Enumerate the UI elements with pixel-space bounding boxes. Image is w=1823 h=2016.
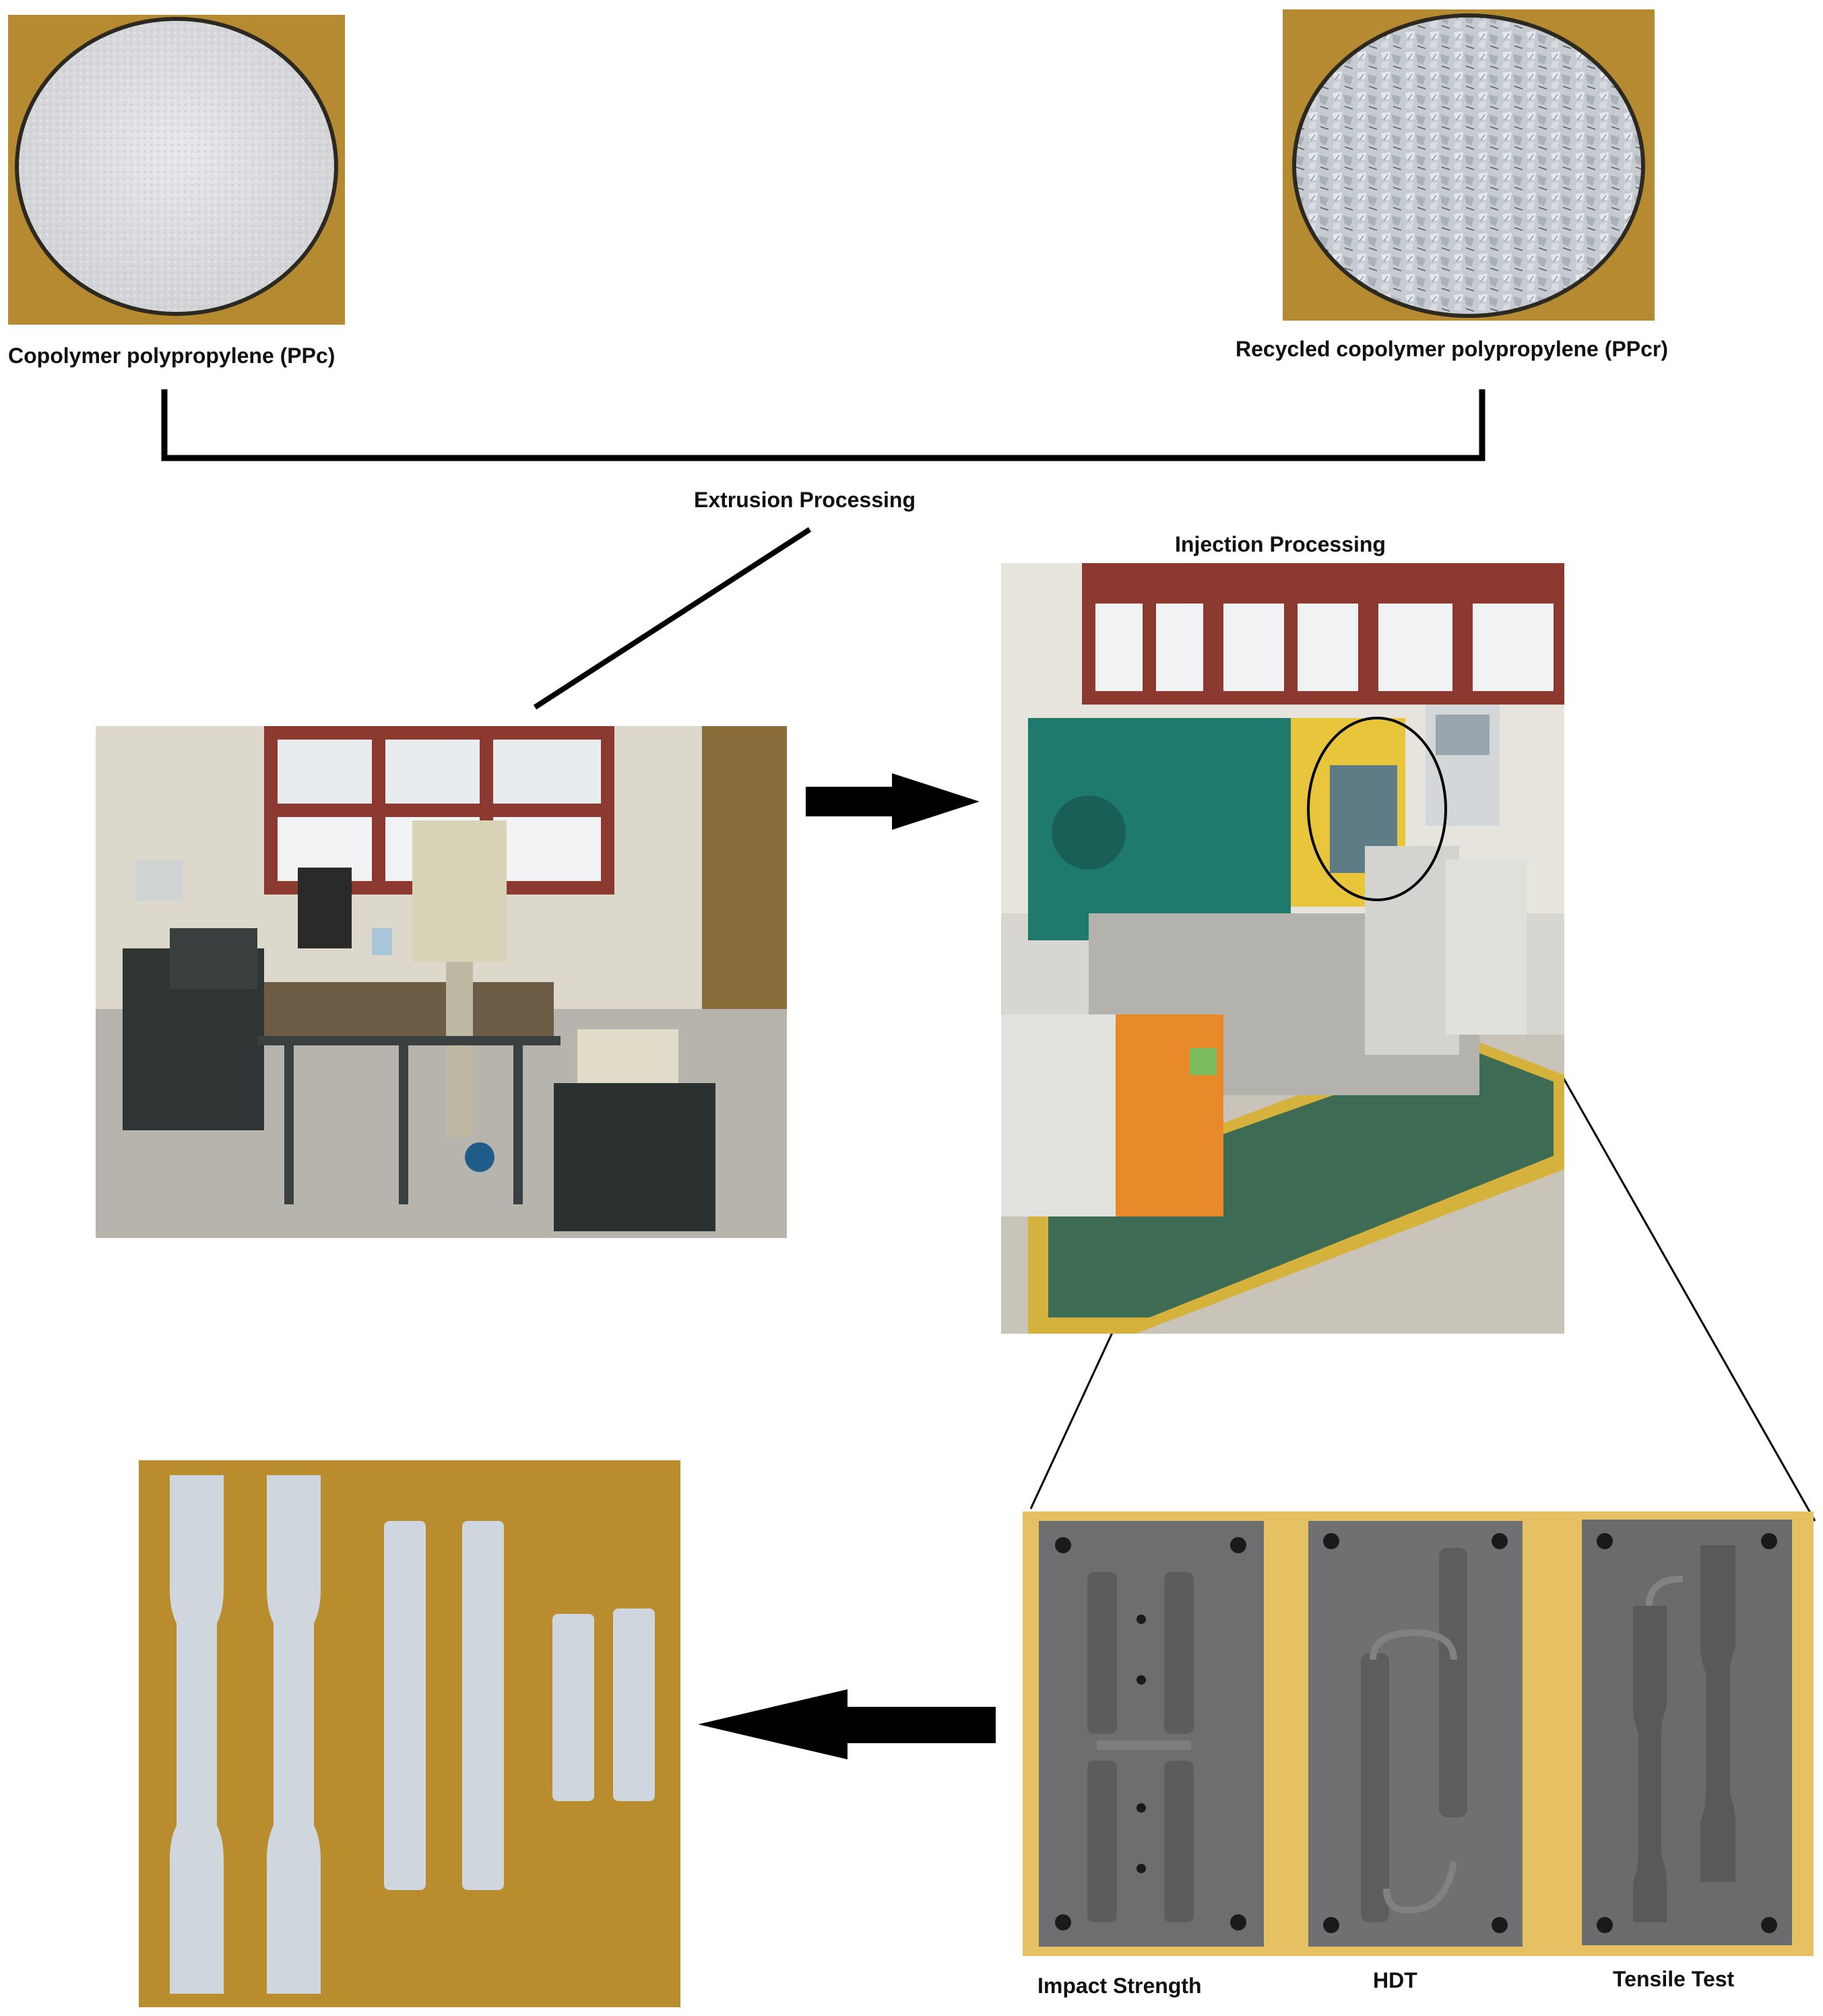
arrow-to-specimens	[698, 1689, 996, 1759]
extruder-photo	[96, 726, 787, 1238]
extrusion-label: Extrusion Processing	[694, 488, 916, 512]
extrusion-pointer-line	[533, 527, 812, 710]
arrow-to-injection	[806, 773, 980, 830]
hdt-mold	[1308, 1521, 1523, 1947]
ppc-label: Copolymer polypropylene (PPc)	[8, 344, 335, 368]
injection-label: Injection Processing	[1175, 532, 1386, 556]
tensile-test-label: Tensile Test	[1613, 1967, 1735, 1991]
mold-highlight-circle	[1307, 717, 1447, 901]
specimens-illustration	[170, 1475, 655, 1994]
test-specimens-photo	[139, 1460, 680, 2007]
ppc-pellets-photo	[8, 15, 345, 325]
molds-photo	[1023, 1511, 1814, 1956]
injection-machine-photo	[1001, 563, 1564, 1334]
extruder-illustration	[96, 726, 787, 1238]
molds-illustration	[1039, 1520, 1792, 1947]
ppcr-flakes-dish	[1292, 13, 1645, 318]
ppc-pellets-dish	[15, 17, 338, 316]
merge-bracket	[161, 389, 1485, 461]
tensile-test-mold	[1582, 1520, 1792, 1945]
injection-illustration	[1001, 563, 1564, 1334]
impact-strength-label: Impact Strength	[1037, 1974, 1202, 1998]
hdt-label: HDT	[1373, 1968, 1417, 1992]
impact-strength-mold	[1039, 1521, 1264, 1947]
ppcr-label: Recycled copolymer polypropylene (PPcr)	[1236, 337, 1668, 361]
ppcr-pellets-photo	[1283, 9, 1655, 321]
